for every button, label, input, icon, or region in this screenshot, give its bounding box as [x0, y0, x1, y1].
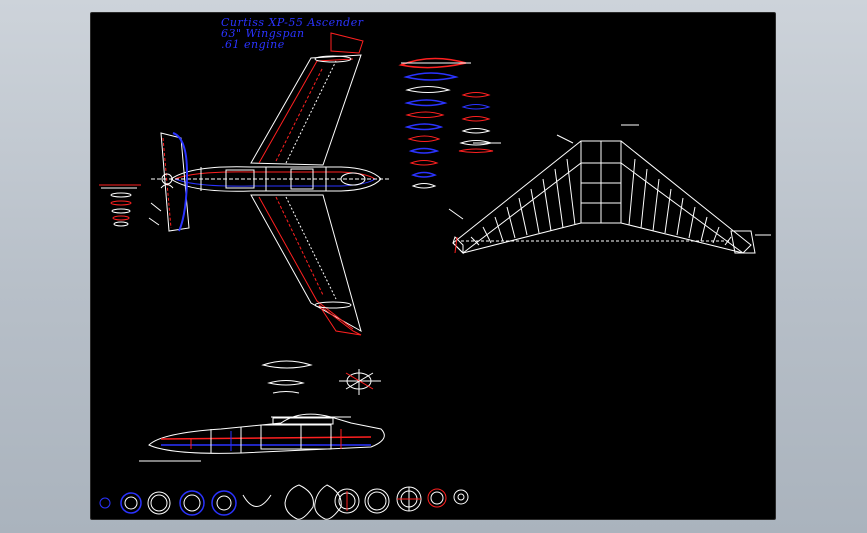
- engine-note: .61 engine: [221, 38, 285, 51]
- top-view-airplane: [151, 32, 391, 336]
- wing-structure-isometric: [448, 124, 771, 255]
- drawing-title: Curtiss XP-55 Ascender: [221, 16, 364, 29]
- lower-wing: [250, 194, 362, 333]
- bulkhead-formers: [99, 484, 469, 520]
- drawing-canvas[interactable]: Curtiss XP-55 Ascender 63" Wingspan .61 …: [90, 12, 776, 520]
- tail-rib-set: [99, 184, 162, 227]
- tail-surface: [160, 132, 190, 232]
- wingspan-note: 63" Wingspan: [221, 27, 305, 40]
- side-view-fuselage: [139, 413, 385, 462]
- cad-drawing: [99, 32, 771, 520]
- wing-rib-profiles: [398, 57, 501, 189]
- cowl-detail: [261, 360, 381, 395]
- upper-wing: [250, 54, 362, 166]
